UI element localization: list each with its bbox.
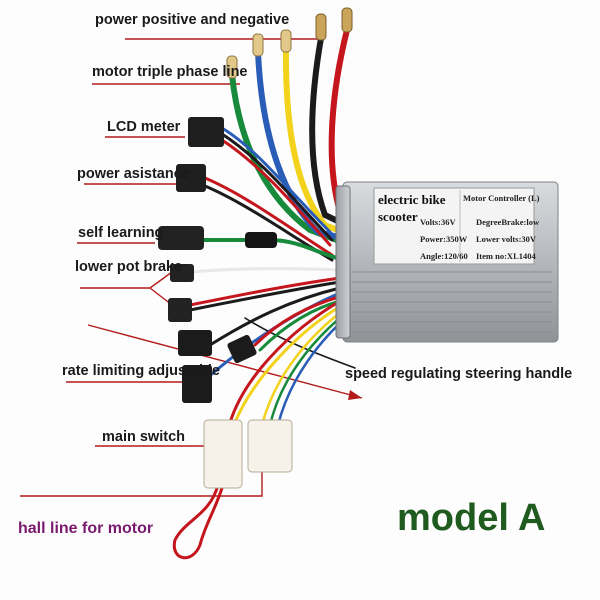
plate-title-line2: scooter [378, 209, 418, 224]
connector-main-switch [204, 420, 242, 488]
wire-brake-red [190, 278, 340, 305]
terminal-power-black [316, 14, 326, 40]
label-motor-phase: motor triple phase line [92, 64, 248, 80]
label-hall-line: hall line for motor [18, 520, 153, 537]
plate-volts: Volts:36V [420, 217, 456, 227]
plate-subtitle: Motor Controller (L) [463, 193, 540, 203]
controller-housing: electric bike scooter Motor Controller (… [336, 182, 558, 342]
label-self-learning: self learning [78, 225, 163, 241]
label-speed-handle: speed regulating steering handle [345, 366, 572, 382]
label-lcd: LCD meter [107, 119, 181, 135]
wire-brake-white [193, 269, 340, 272]
self-learning-sleeve [245, 232, 277, 248]
label-rate-limiting: rate limiting adjustable [62, 363, 220, 379]
label-power: power positive and negative [95, 12, 289, 28]
label-lower-pot-brake: lower pot brake [75, 259, 182, 275]
terminal-power-red [342, 8, 352, 32]
connector-lcd [188, 117, 224, 147]
wires [174, 30, 355, 558]
leader-cross-arrowhead [348, 390, 362, 400]
plate-lower-volts: Lower volts:30V [476, 234, 537, 244]
plate-title-line1: electric bike [378, 192, 446, 207]
terminal-phase-blue [253, 34, 263, 56]
label-power-assist: power asistance [77, 166, 190, 182]
plate-item-no: Item no:XL1404 [476, 251, 536, 261]
housing-end-cap [336, 186, 350, 338]
model-label: model A [397, 497, 546, 539]
connector-rate-1 [178, 330, 212, 356]
connector-self-learning [158, 226, 204, 250]
label-main-switch: main switch [102, 429, 185, 445]
connector-hall [248, 420, 292, 472]
plate-angle: Angle:120/60 [420, 251, 468, 261]
terminal-phase-yellow [281, 30, 291, 52]
plate-power: Power:350W [420, 234, 468, 244]
plate-degree-brake: DegreeBrake:low [476, 217, 540, 227]
connector-brake-bottom [168, 298, 192, 322]
